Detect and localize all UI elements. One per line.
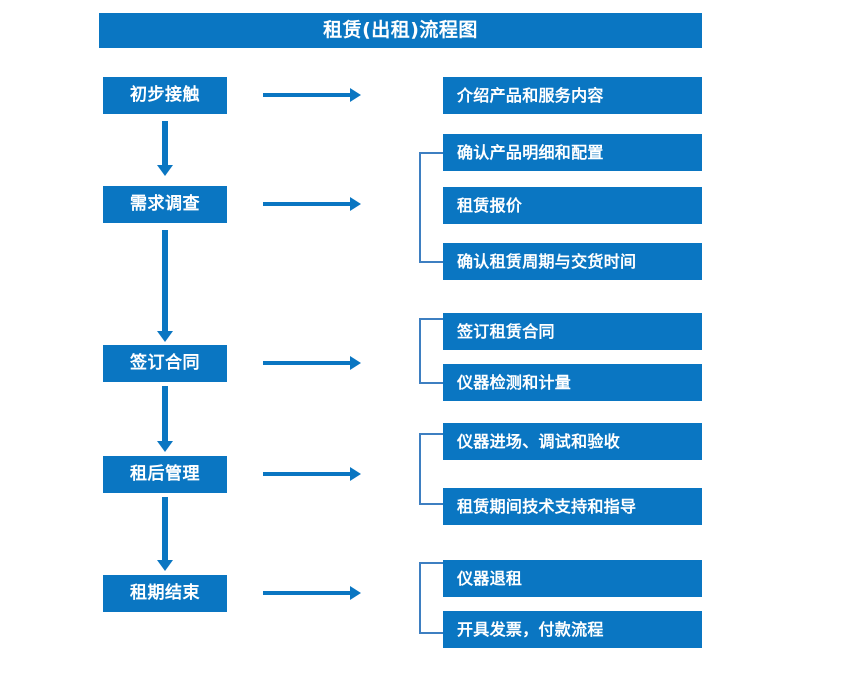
stage-box-5[interactable]: 租期结束 bbox=[103, 575, 227, 612]
detail-label-9: 仪器退租 bbox=[457, 568, 523, 588]
detail-box-1[interactable]: 介绍产品和服务内容 bbox=[443, 77, 702, 114]
detail-box-7[interactable]: 仪器进场、调试和验收 bbox=[443, 423, 702, 460]
vertical-arrow-icon-4 bbox=[157, 497, 173, 571]
detail-label-7: 仪器进场、调试和验收 bbox=[457, 431, 621, 451]
detail-box-6[interactable]: 仪器检测和计量 bbox=[443, 364, 702, 401]
detail-label-3: 租赁报价 bbox=[457, 195, 523, 215]
stage-label-4: 租后管理 bbox=[130, 464, 200, 484]
group-bracket-icon-4 bbox=[419, 562, 443, 634]
group-bracket-icon-2 bbox=[419, 318, 443, 384]
vertical-arrow-icon-3 bbox=[157, 386, 173, 452]
stage-label-3: 签订合同 bbox=[130, 353, 200, 373]
detail-box-9[interactable]: 仪器退租 bbox=[443, 560, 702, 597]
detail-label-1: 介绍产品和服务内容 bbox=[457, 85, 604, 105]
vertical-arrow-icon-2 bbox=[157, 230, 173, 342]
detail-box-8[interactable]: 租赁期间技术支持和指导 bbox=[443, 488, 702, 525]
chart-title-bar: 租赁(出租)流程图 bbox=[99, 13, 702, 48]
stage-box-1[interactable]: 初步接触 bbox=[103, 77, 227, 114]
stage-label-2: 需求调查 bbox=[130, 194, 200, 214]
vertical-arrow-icon-1 bbox=[157, 121, 173, 176]
stage-box-4[interactable]: 租后管理 bbox=[103, 456, 227, 493]
horizontal-arrow-icon-1 bbox=[263, 88, 361, 102]
stage-label-5: 租期结束 bbox=[130, 583, 200, 603]
group-bracket-icon-1 bbox=[419, 152, 443, 263]
detail-label-8: 租赁期间技术支持和指导 bbox=[457, 496, 637, 516]
horizontal-arrow-icon-3 bbox=[263, 356, 361, 370]
page-title: 租赁(出租)流程图 bbox=[323, 19, 478, 41]
horizontal-arrow-icon-2 bbox=[263, 197, 361, 211]
horizontal-arrow-icon-4 bbox=[263, 467, 361, 481]
horizontal-arrow-icon-5 bbox=[263, 586, 361, 600]
stage-label-1: 初步接触 bbox=[130, 85, 200, 105]
stage-box-3[interactable]: 签订合同 bbox=[103, 345, 227, 382]
stage-box-2[interactable]: 需求调查 bbox=[103, 186, 227, 223]
detail-label-4: 确认租赁周期与交货时间 bbox=[457, 251, 637, 271]
detail-label-2: 确认产品明细和配置 bbox=[457, 142, 604, 162]
detail-label-6: 仪器检测和计量 bbox=[457, 372, 572, 392]
detail-label-5: 签订租赁合同 bbox=[457, 321, 555, 341]
detail-box-5[interactable]: 签订租赁合同 bbox=[443, 313, 702, 350]
detail-box-4[interactable]: 确认租赁周期与交货时间 bbox=[443, 243, 702, 280]
detail-box-10[interactable]: 开具发票，付款流程 bbox=[443, 611, 702, 648]
detail-label-10: 开具发票，付款流程 bbox=[457, 619, 604, 639]
detail-box-3[interactable]: 租赁报价 bbox=[443, 187, 702, 224]
group-bracket-icon-3 bbox=[419, 433, 443, 505]
detail-box-2[interactable]: 确认产品明细和配置 bbox=[443, 134, 702, 171]
